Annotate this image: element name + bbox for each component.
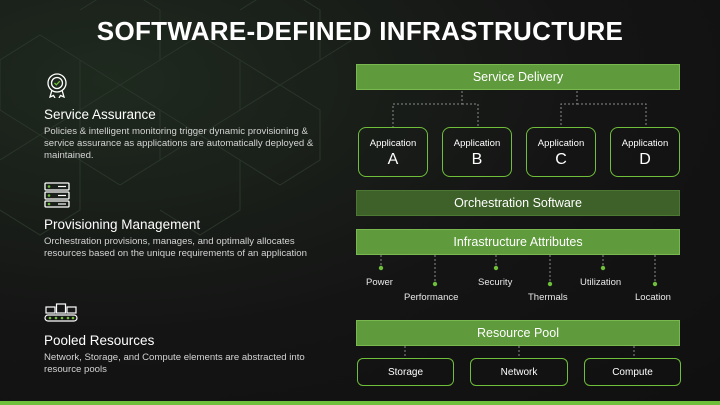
server-stack-icon bbox=[44, 182, 70, 208]
application-box-c: Application C bbox=[526, 127, 596, 177]
page-title: SOFTWARE-DEFINED INFRASTRUCTURE bbox=[96, 16, 624, 46]
attribute-security: Security bbox=[478, 277, 513, 288]
application-letter: A bbox=[387, 151, 399, 168]
application-label: Application bbox=[537, 138, 585, 149]
feature-pooled-resources: Pooled Resources Network, Storage, and C… bbox=[44, 302, 314, 376]
feature-title: Provisioning Management bbox=[44, 217, 201, 232]
application-box-a: Application A bbox=[358, 127, 428, 177]
attribute-utilization: Utilization bbox=[580, 277, 622, 288]
attribute-power: Power bbox=[366, 277, 393, 288]
feature-description: Orchestration provisions, manages, and o… bbox=[44, 236, 307, 259]
resource-pool-bar: Resource Pool bbox=[356, 320, 680, 346]
feature-service-assurance: Service Assurance Policies & intelligent… bbox=[44, 72, 314, 162]
application-letter: C bbox=[555, 151, 567, 168]
application-label: Application bbox=[453, 138, 501, 149]
application-box-b: Application B bbox=[442, 127, 512, 177]
resource-storage: Storage bbox=[357, 358, 454, 386]
application-label: Application bbox=[621, 138, 669, 149]
resource-compute: Compute bbox=[584, 358, 681, 386]
orchestration-software-bar: Orchestration Software bbox=[356, 190, 680, 216]
application-letter: B bbox=[471, 151, 483, 168]
attribute-performance: Performance bbox=[404, 292, 459, 303]
infrastructure-attributes-bar: Infrastructure Attributes bbox=[356, 229, 680, 255]
attribute-location: Location bbox=[635, 292, 671, 303]
attribute-thermals: Thermals bbox=[528, 292, 568, 303]
resource-pool-icon bbox=[44, 303, 78, 322]
feature-description: Network, Storage, and Compute elements a… bbox=[44, 352, 305, 375]
feature-title: Service Assurance bbox=[44, 107, 156, 122]
feature-description: Policies & intelligent monitoring trigge… bbox=[44, 126, 314, 161]
application-letter: D bbox=[639, 151, 651, 168]
resource-network: Network bbox=[470, 358, 568, 386]
application-label: Application bbox=[369, 138, 417, 149]
feature-title: Pooled Resources bbox=[44, 333, 155, 348]
feature-provisioning-management: Provisioning Management Orchestration pr… bbox=[44, 182, 314, 260]
service-delivery-bar: Service Delivery bbox=[356, 64, 680, 90]
accent-bottom-bar bbox=[0, 401, 720, 405]
application-box-d: Application D bbox=[610, 127, 680, 177]
award-check-icon bbox=[47, 73, 67, 99]
